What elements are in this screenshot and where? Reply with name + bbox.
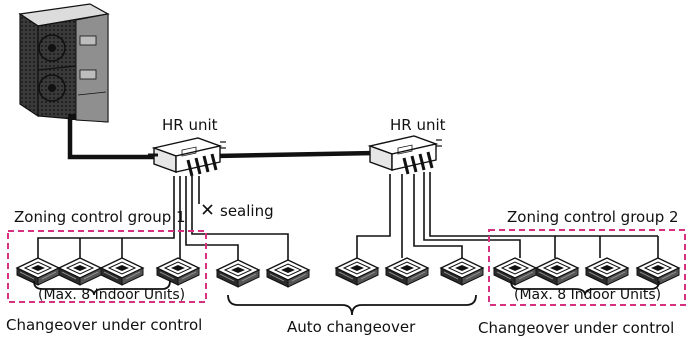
bracket-auto <box>227 294 477 316</box>
auto-changeover-label: Auto changeover <box>287 318 416 336</box>
outdoor-unit <box>18 3 110 123</box>
indoor-units-group-1 <box>16 257 200 286</box>
bracket-group-2 <box>510 280 660 296</box>
indoor-units-auto <box>216 257 484 288</box>
hr2-port-stubs <box>402 151 434 175</box>
changeover-control-1-label: Changeover under control <box>6 316 202 334</box>
changeover-control-2-label: Changeover under control <box>478 319 674 337</box>
hr-unit-2-label: HR unit <box>390 116 446 134</box>
main-piping <box>67 118 377 160</box>
sealing-mark <box>202 204 213 215</box>
branch-piping-hr1 <box>37 176 289 262</box>
hr-unit-1-label: HR unit <box>162 116 218 134</box>
zone-box-2 <box>488 229 686 306</box>
max-units-2-label: (Max. 8 Indoor Units) <box>514 287 661 303</box>
max-units-1-label: (Max. 8 Indoor Units) <box>38 287 185 303</box>
hr-unit-1 <box>148 137 226 173</box>
hr-unit-2 <box>369 135 442 171</box>
sealing-label: sealing <box>220 202 274 220</box>
indoor-units-group-2 <box>493 257 680 286</box>
zone-group-2-label: Zoning control group 2 <box>507 208 679 226</box>
hr1-port-stubs <box>186 153 218 177</box>
zone-group-1-label: Zoning control group 1 <box>14 208 186 226</box>
branch-piping-hr2 <box>356 172 659 258</box>
zone-box-1 <box>7 230 207 303</box>
bracket-group-1 <box>33 280 171 296</box>
